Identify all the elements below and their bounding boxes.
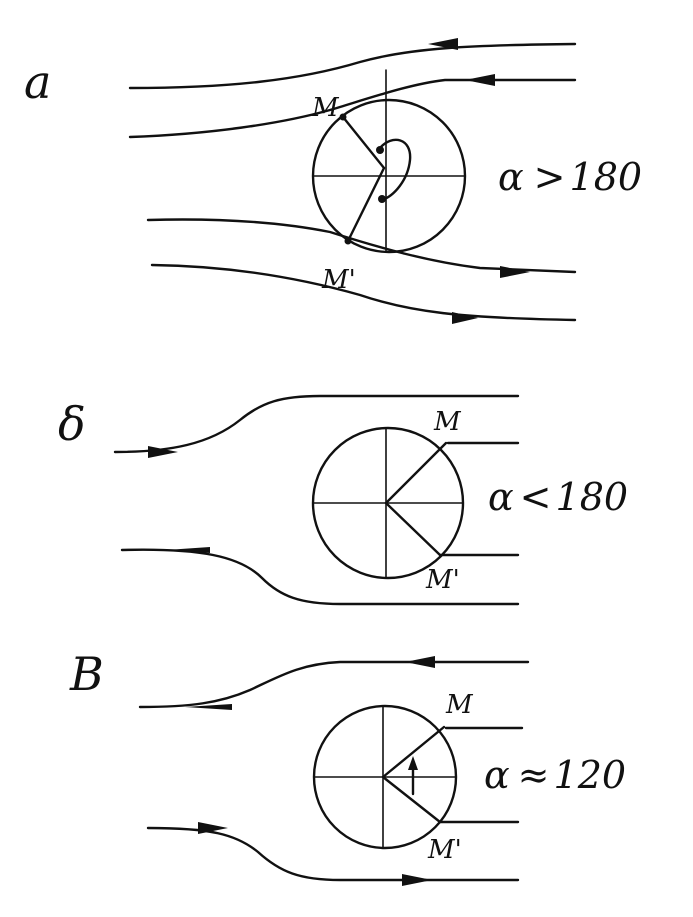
panel-b: δ M M' α<180 — [58, 394, 628, 606]
streamline-c1 — [138, 660, 530, 709]
dot-icon — [378, 195, 386, 203]
relation-symbol: ≈ — [518, 753, 550, 797]
panel-a-label: a — [24, 55, 51, 109]
panel-b-label: δ — [58, 397, 86, 451]
arrow-right-icon — [198, 822, 228, 834]
panel-c: B M M' α≈120 — [69, 647, 626, 886]
arrow-right-icon — [402, 874, 432, 886]
sector-line-m-prime-a — [346, 166, 386, 243]
arrow-right-icon — [500, 266, 530, 278]
point-m-prime-label-a: M' — [321, 265, 356, 295]
arrow-left-icon — [166, 547, 210, 553]
point-m-label-a: M — [311, 93, 340, 123]
angle-value: 120 — [554, 753, 627, 797]
arrow-right-icon — [148, 446, 178, 458]
sector-line-m-prime-b — [384, 501, 442, 557]
alpha-symbol: α — [484, 753, 510, 797]
sector-line-m-c — [381, 725, 446, 779]
panel-a: a M M' α>180 — [24, 38, 642, 324]
point-m-prime-dot — [344, 237, 352, 245]
alpha-symbol: α — [488, 475, 514, 519]
sector-line-m-a — [341, 115, 386, 170]
arrow-right-icon — [452, 312, 478, 324]
angle-condition-a: α>180 — [498, 155, 642, 199]
arrow-left-icon — [405, 656, 435, 668]
streamline-a3 — [146, 218, 577, 274]
relation-symbol: < — [520, 475, 552, 519]
angle-value: 180 — [556, 475, 629, 519]
alpha-symbol: α — [498, 155, 524, 199]
arrow-left-icon — [428, 38, 458, 50]
arrow-left-icon — [465, 74, 495, 86]
point-m-prime-label-c: M' — [427, 835, 462, 865]
point-m-label-b: M — [433, 407, 462, 437]
streamline-a1 — [128, 42, 577, 90]
point-m-prime-label-b: M' — [425, 565, 460, 595]
sector-line-m-b — [384, 441, 448, 505]
arrow-left-icon — [185, 704, 232, 710]
relation-symbol: > — [534, 155, 566, 199]
sector-line-m-prime-c — [381, 775, 442, 824]
arrow-up-icon — [408, 756, 418, 770]
panel-c-label: B — [69, 647, 104, 701]
streamline-a4 — [150, 263, 577, 322]
angle-condition-c: α≈120 — [484, 753, 626, 797]
point-m-dot — [339, 113, 347, 121]
dot-icon — [376, 146, 384, 154]
streamline-a2 — [128, 78, 577, 139]
point-m-label-c: M — [445, 690, 474, 720]
angle-value: 180 — [570, 155, 643, 199]
rotation-arc-a — [378, 138, 412, 202]
streamline-c2 — [146, 826, 520, 882]
angle-condition-b: α<180 — [488, 475, 628, 519]
